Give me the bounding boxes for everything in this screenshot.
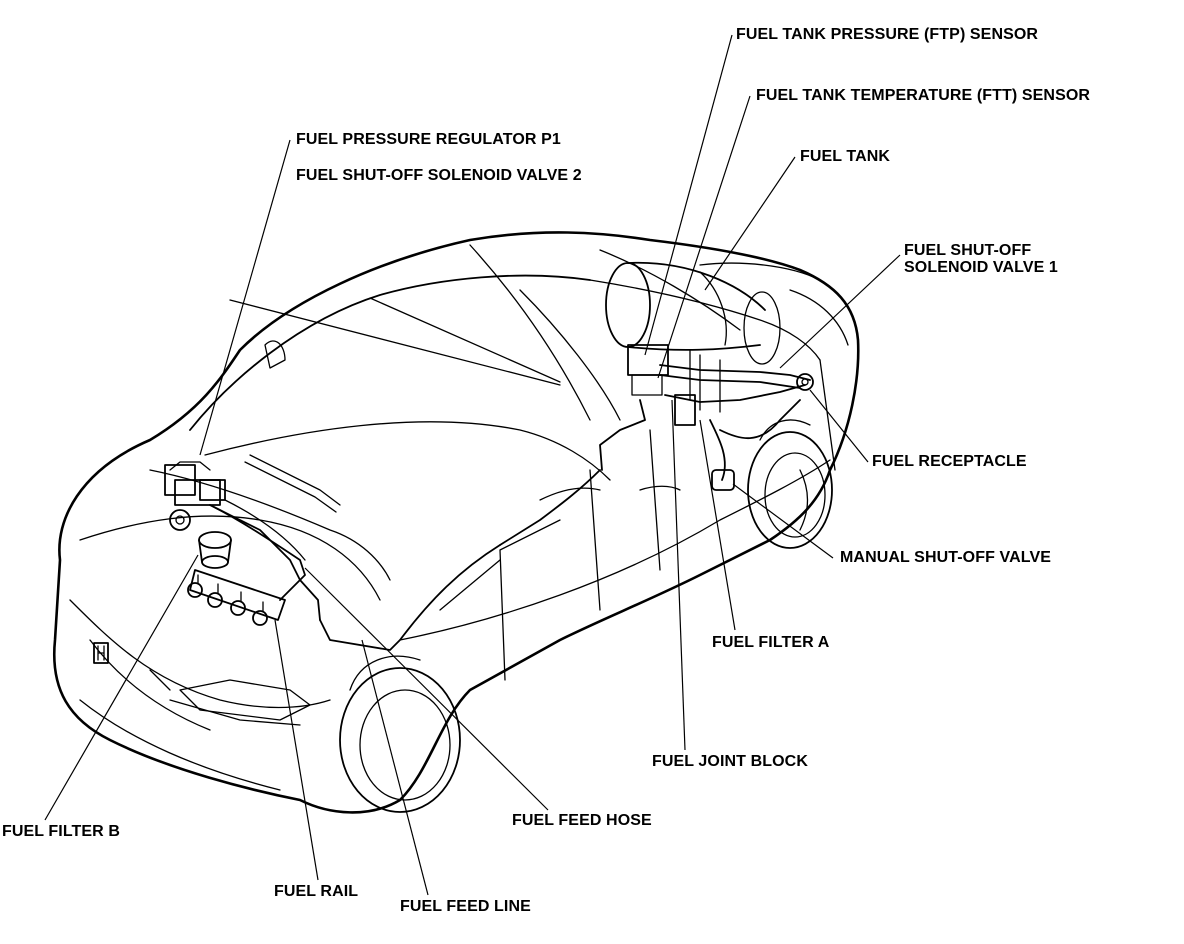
leader-ftp-sensor: [644, 34, 733, 356]
leader-fuel-joint-block: [671, 399, 686, 751]
leader-fuel-filter-b: [44, 554, 199, 821]
label-ftt-sensor: FUEL TANK TEMPERATURE (FTT) SENSOR: [756, 87, 1091, 104]
label-fuel-feed-line: FUEL FEED LINE: [400, 898, 531, 915]
leader-manual-shutoff: [732, 483, 834, 559]
leader-fuel-feed-hose: [304, 567, 549, 811]
leader-fuel-rail: [274, 619, 319, 881]
rear-fuel-components: [499, 344, 814, 546]
car-body: [52, 231, 860, 814]
label-shutoff-valve-1-line2: SOLENOID VALVE 1: [904, 259, 1058, 276]
leader-fuel-feed-line: [361, 639, 429, 896]
label-shutoff-valve-1-line1: FUEL SHUT-OFF: [904, 242, 1032, 259]
leader-fuel-filter-a: [699, 419, 736, 631]
label-shutoff-valve-2: FUEL SHUT-OFF SOLENOID VALVE 2: [296, 167, 582, 184]
engine-fuel-components: [164, 461, 306, 626]
label-fuel-rail: FUEL RAIL: [274, 883, 359, 900]
label-fuel-receptacle: FUEL RECEPTACLE: [872, 453, 1027, 470]
leader-ftt-sensor: [657, 95, 751, 379]
label-manual-shutoff-valve: MANUAL SHUT-OFF VALVE: [840, 549, 1051, 566]
wheels: [339, 419, 833, 813]
label-fuel-filter-a: FUEL FILTER A: [712, 634, 830, 651]
label-fuel-feed-hose: FUEL FEED HOSE: [512, 812, 652, 829]
leader-pressure-regulator: [199, 139, 291, 456]
leader-fuel-receptacle: [809, 389, 869, 463]
injectors: [187, 574, 268, 626]
label-fuel-joint-block: FUEL JOINT BLOCK: [652, 753, 808, 770]
label-pressure-regulator: FUEL PRESSURE REGULATOR P1: [296, 131, 561, 148]
label-fuel-tank: FUEL TANK: [800, 148, 891, 165]
leader-shutoff-valve-1: [779, 254, 901, 369]
label-ftp-sensor: FUEL TANK PRESSURE (FTP) SENSOR: [736, 26, 1039, 43]
label-fuel-filter-b: FUEL FILTER B: [2, 823, 121, 840]
leader-fuel-tank: [704, 156, 796, 291]
